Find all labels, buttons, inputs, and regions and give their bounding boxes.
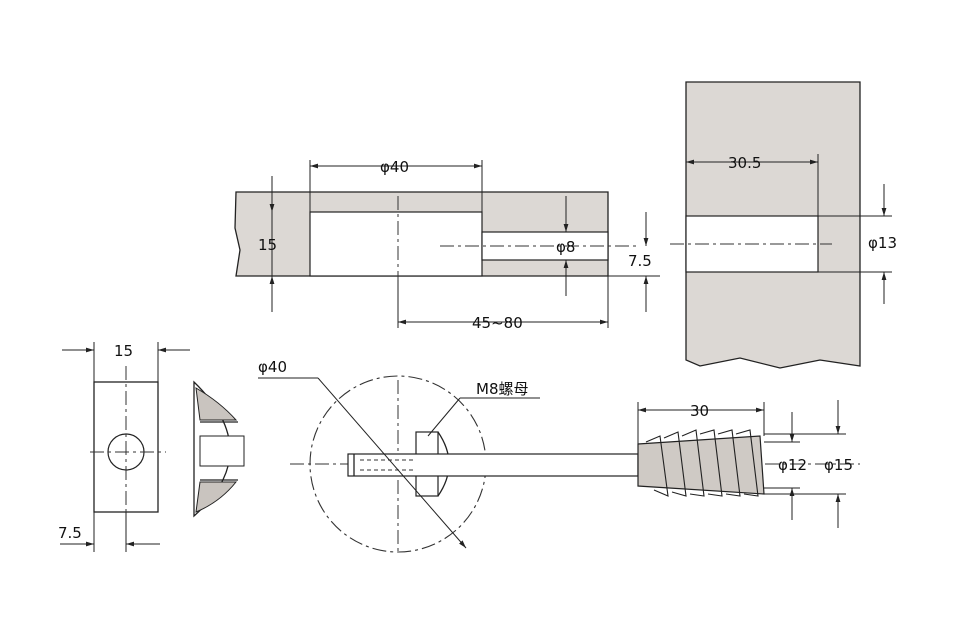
dim-side-hole-dia: φ13 — [868, 234, 897, 252]
cam-bore — [309, 211, 483, 277]
dim-thread-minor: φ12 — [778, 456, 807, 474]
cam-bolt-assembly: φ40 M8螺母 30 φ12 φ15 — [258, 358, 860, 553]
dim-thread-length: 30 — [690, 402, 709, 420]
dim-span: 45~80 — [472, 314, 523, 332]
nut-views: 15 7.5 — [58, 342, 245, 552]
board-section-view: φ40 15 φ8 7.5 45~80 — [234, 158, 660, 332]
thread-crests — [645, 429, 759, 497]
dim-thread-major: φ15 — [824, 456, 853, 474]
bolt-thread — [637, 435, 765, 495]
dim-cam-dia: φ40 — [258, 358, 287, 376]
dim-bolt-hole-dia: φ8 — [556, 238, 575, 256]
side-panel-view: 30.5 φ13 — [670, 81, 897, 369]
dim-nut-width: 15 — [114, 342, 133, 360]
dim-side-depth: 30.5 — [728, 154, 761, 172]
dim-hole-dia: φ40 — [380, 158, 409, 176]
dim-board-thickness: 15 — [258, 236, 277, 254]
bolt-shank — [347, 453, 639, 477]
dim-nut-offset: 7.5 — [58, 524, 82, 542]
dim-offset: 7.5 — [628, 252, 652, 270]
nut-callout: M8螺母 — [476, 380, 529, 398]
